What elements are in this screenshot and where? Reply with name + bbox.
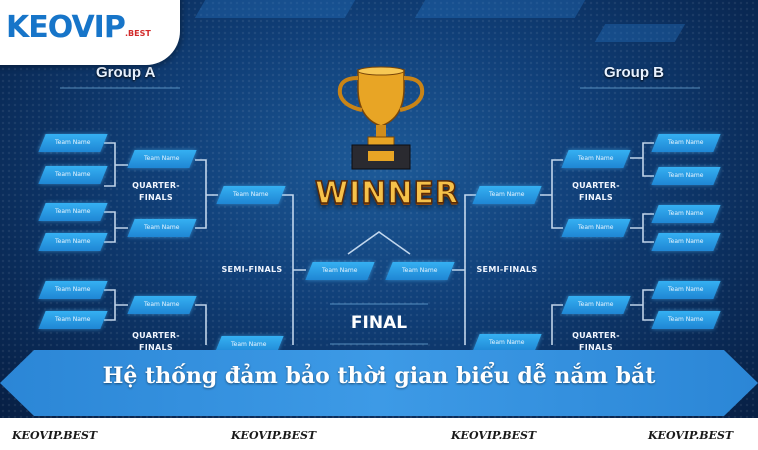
watermark-strip: KEOVIP.BEST KEOVIP.BEST KEOVIP.BEST KEOV… [0,418,758,450]
team-slot: Team Name [38,134,108,152]
logo-text: KEOVIP [6,10,126,45]
team-slot: Team Name [38,233,108,251]
team-slot: Team Name [472,334,542,352]
bracket-lines [60,66,700,345]
final-label: FINAL [350,313,408,333]
team-slot: Team Name [385,262,455,280]
team-slot: Team Name [651,134,721,152]
winner-title: WINNER [314,175,460,212]
team-slot: Team Name [127,150,197,168]
team-slot: Team Name [127,296,197,314]
quarter-finals-label: QUARTER-FINALS [572,181,620,202]
semi-finals-label: SEMI-FINALS [476,265,538,274]
semi-finals-label: SEMI-FINALS [221,265,283,274]
watermark-text: KEOVIP.BEST [231,429,317,442]
team-slot: Team Name [38,311,108,329]
team-slot: Team Name [651,167,721,185]
team-slot: Team Name [651,233,721,251]
group-b-title: Group B [604,64,664,81]
watermark-text: KEOVIP.BEST [451,429,537,442]
team-slot: Team Name [561,219,631,237]
team-slot: Team Name [651,281,721,299]
quarter-finals-label: QUARTER-FINALS [132,331,180,352]
team-slot: Team Name [305,262,375,280]
team-slot: Team Name [216,186,286,204]
watermark-text: KEOVIP.BEST [12,429,98,442]
team-slot: Team Name [38,203,108,221]
team-slot: Team Name [127,219,197,237]
team-slot: Team Name [38,281,108,299]
caption-banner [0,350,758,416]
watermark-text: KEOVIP.BEST [648,429,734,442]
quarter-finals-label: QUARTER-FINALS [132,181,180,202]
group-a-title: Group A [96,64,156,81]
team-slot: Team Name [561,296,631,314]
team-slot: Team Name [38,166,108,184]
quarter-finals-label: QUARTER-FINALS [572,331,620,352]
keovip-logo: KEOVIP .BEST [0,0,180,65]
team-slot: Team Name [472,186,542,204]
team-slot: Team Name [651,205,721,223]
team-slot: Team Name [561,150,631,168]
team-slot: Team Name [651,311,721,329]
caption-text: Hệ thống đảm bảo thời gian biểu dễ nắm b… [102,363,656,389]
trophy-icon [337,66,425,170]
logo-suffix: .BEST [125,29,151,38]
tournament-bracket: Group A Group B Team Name Team Name Team… [0,0,758,418]
